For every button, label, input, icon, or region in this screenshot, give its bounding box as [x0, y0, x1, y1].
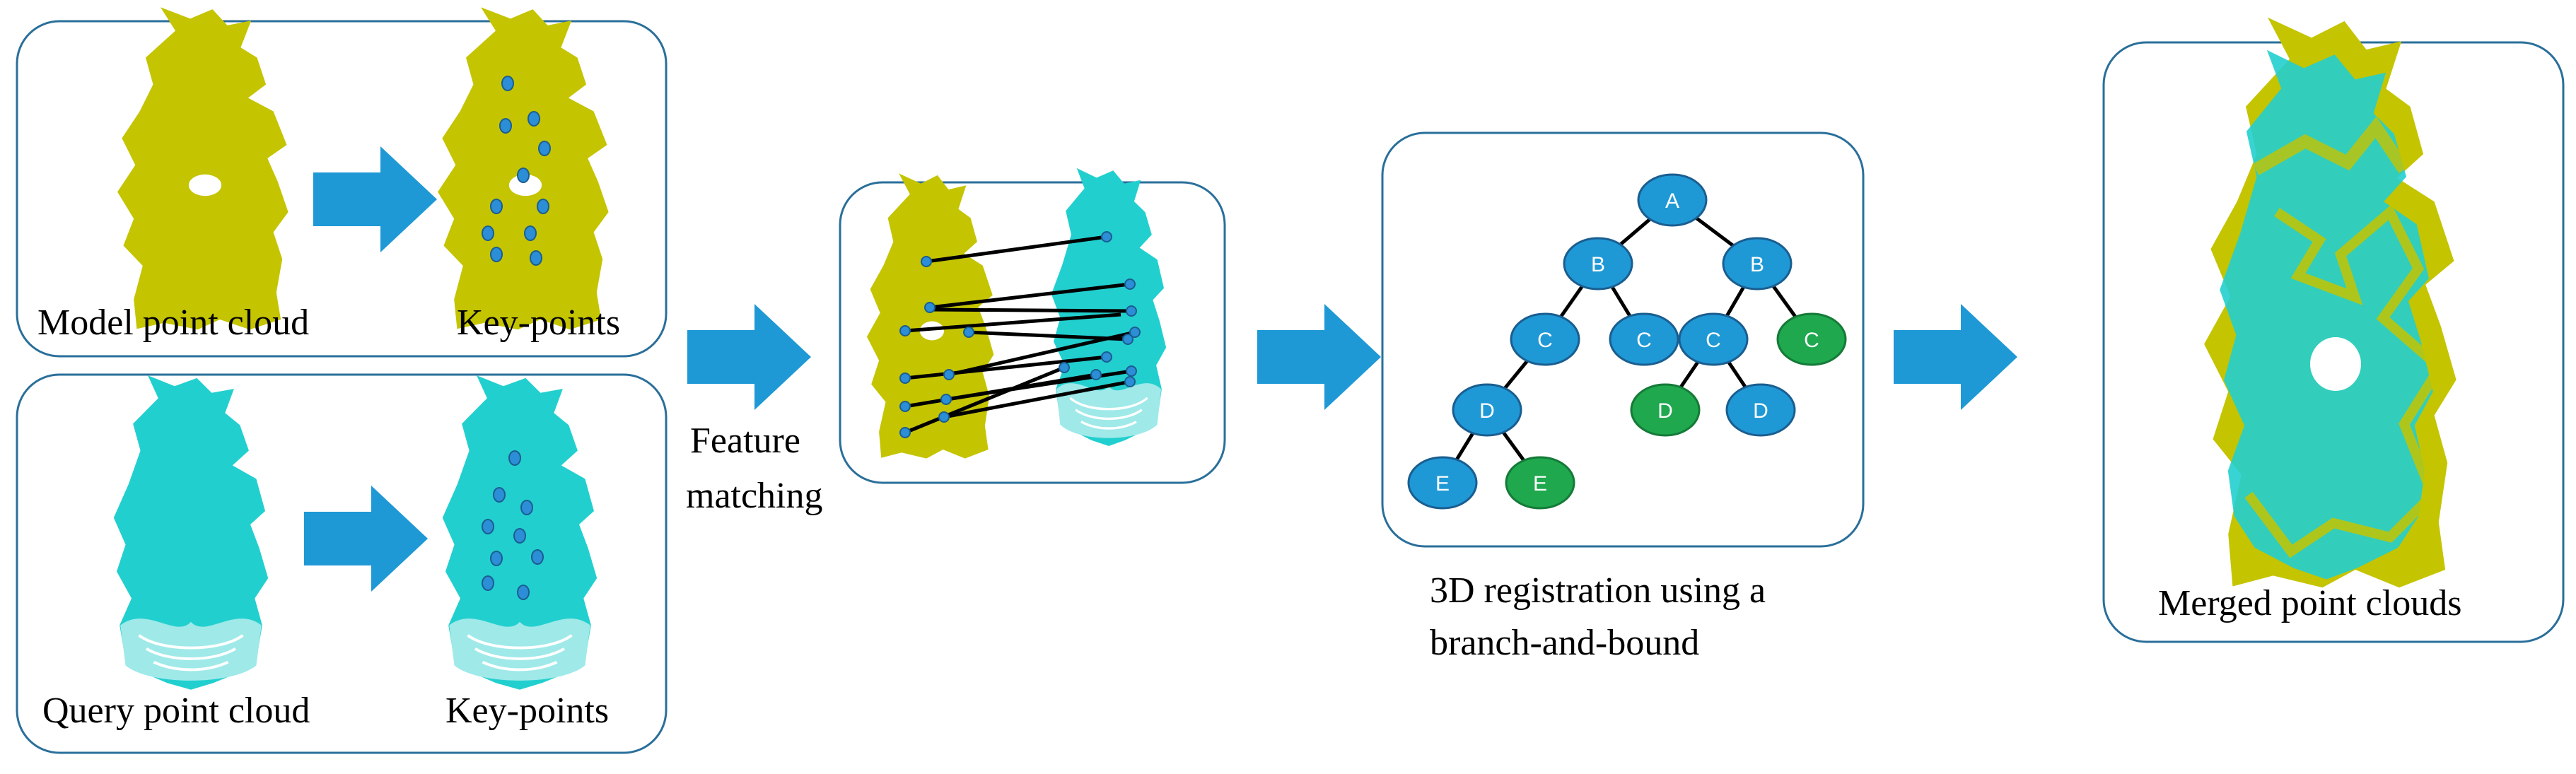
tree-node-label: C [1706, 329, 1721, 352]
label-feature-matching-1: Feature [690, 421, 800, 461]
query-keypoint-markers [482, 450, 544, 600]
tree-node-label: A [1665, 189, 1679, 213]
tree-node-label: C [1636, 329, 1652, 352]
label-registration-1: 3D registration using a [1430, 570, 1766, 611]
tree-node-label: D [1479, 399, 1495, 423]
tree-node-label: B [1591, 253, 1605, 276]
arrow-to-feature-matching [687, 304, 811, 410]
tree-node-D1: D [1452, 383, 1522, 437]
label-merged: Merged point clouds [2158, 583, 2461, 623]
match-lines [904, 235, 1136, 435]
tree-node-D2: D [1630, 383, 1701, 437]
tree-node-label: E [1435, 472, 1450, 496]
tree-node-B1: B [1563, 237, 1633, 291]
arrow-to-merged [1894, 304, 2017, 410]
model-keypoint-markers [482, 76, 551, 266]
label-query-point-cloud: Query point cloud [42, 691, 310, 731]
query-keypoints-statue [442, 375, 598, 690]
tree-node-label: C [1537, 329, 1553, 352]
tree-node-label: E [1533, 472, 1547, 496]
tree-node-B2: B [1722, 237, 1793, 291]
tree-node-C2: C [1609, 312, 1679, 366]
label-model-point-cloud: Model point cloud [37, 303, 309, 343]
tree-node-E2: E [1505, 456, 1575, 510]
tree-node-A: A [1637, 173, 1708, 227]
label-feature-matching-2: matching [686, 476, 823, 516]
tree-node-label: B [1750, 253, 1764, 276]
tree-node-E1: E [1407, 456, 1478, 510]
tree-node-label: C [1804, 329, 1819, 352]
arrow-to-registration [1257, 304, 1381, 410]
matching-model-statue [866, 173, 994, 459]
query-point-cloud-statue [113, 375, 269, 690]
label-model-keypoints: Key-points [457, 303, 620, 343]
tree-node-C3: C [1678, 312, 1749, 366]
tree-node-D3: D [1725, 383, 1796, 437]
tree-node-C1: C [1510, 312, 1580, 366]
tree-node-label: D [1657, 399, 1673, 423]
model-keypoints-statue [438, 7, 609, 330]
label-registration-2: branch-and-bound [1430, 623, 1699, 663]
tree-nodes: A B B C C C C D [1407, 173, 1847, 510]
matching-query-statue [1051, 168, 1167, 447]
tree-node-label: D [1753, 399, 1768, 423]
match-endpoints [899, 231, 1141, 438]
merged-point-cloud [2204, 17, 2456, 588]
label-query-keypoints: Key-points [445, 691, 609, 731]
tree-node-C4: C [1776, 312, 1847, 366]
model-point-cloud-statue [117, 7, 289, 330]
